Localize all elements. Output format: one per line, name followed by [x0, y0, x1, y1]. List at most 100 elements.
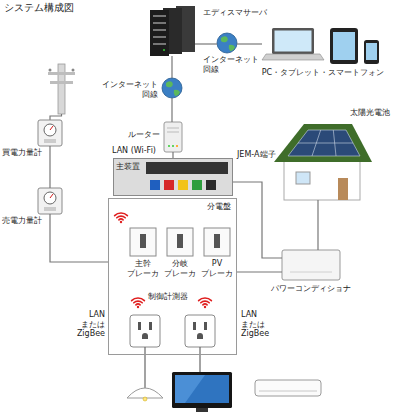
server-rack — [153, 22, 166, 24]
router-icon — [164, 122, 182, 152]
tv-icon — [175, 375, 205, 403]
house-icon — [288, 130, 360, 156]
house-icon — [274, 124, 372, 200]
connection-line — [49, 146, 50, 188]
main-unit-body — [113, 158, 233, 196]
meter-icon — [44, 139, 56, 143]
router-icon — [164, 122, 182, 152]
device-icons — [262, 28, 379, 64]
device-icons — [272, 28, 314, 54]
air-conditioner-icon — [259, 391, 317, 392]
meter-icon — [38, 188, 62, 214]
connection-line — [233, 182, 282, 258]
connection-line — [237, 43, 262, 44]
house-icon — [284, 158, 360, 200]
server-rack — [153, 36, 166, 38]
node-label: 買電力量計 — [2, 148, 42, 158]
node-label: インターネット 回線 — [203, 55, 259, 74]
wireless-symbol — [204, 306, 206, 308]
connection-line — [171, 56, 172, 78]
connection-line — [171, 98, 172, 122]
tv-icon — [175, 375, 229, 403]
outlet-icon — [185, 315, 215, 347]
outlet-icon — [204, 322, 207, 330]
annotation-label: JEM-A端子 — [237, 150, 276, 160]
device-node: PC・タブレット・スマートフォン — [262, 25, 384, 65]
node-label: エディスマサーバ — [203, 8, 267, 18]
connection-line — [50, 214, 108, 262]
globe-icon — [162, 78, 182, 98]
breaker-icon — [130, 228, 156, 256]
breaker-icon — [140, 234, 146, 248]
main-unit-body — [206, 180, 216, 190]
node-label: ルーター — [128, 130, 160, 140]
meter-icon — [38, 120, 62, 146]
outlet-icon — [138, 322, 141, 330]
outlet-icon — [193, 322, 196, 330]
main-unit-body — [164, 180, 174, 190]
utility-pole — [48, 64, 75, 120]
node-label: 分電盤 — [207, 202, 231, 212]
node-label: 売電力量計 — [2, 216, 42, 226]
breaker-icon — [214, 234, 220, 248]
tv-icon — [196, 408, 208, 412]
router-icon — [168, 145, 170, 147]
meter-icon — [50, 126, 53, 130]
appliance-wire — [199, 347, 200, 372]
meter-icon — [50, 194, 53, 198]
house-icon — [298, 143, 353, 144]
node-label: PV ブレーカ — [201, 259, 233, 278]
breaker-icon — [130, 228, 230, 256]
annotation-label: LAN または ZigBee — [77, 310, 105, 339]
wireless-symbol — [115, 213, 128, 216]
outlet-icon — [130, 315, 160, 347]
node-label: パワーコンディショナ — [271, 284, 351, 294]
globe-icon — [166, 81, 180, 96]
node-label: 太陽光電池 — [350, 108, 390, 118]
lamp-icon — [127, 388, 163, 398]
wireless-symbol — [137, 306, 139, 308]
power-conditioner-icon — [282, 250, 340, 280]
power-conditioner-node: パワーコンディショナ — [282, 250, 340, 280]
meter-node: 売電力量計 — [38, 188, 62, 214]
main-unit-body — [178, 180, 188, 190]
router-icon — [172, 145, 174, 147]
outlet-icon — [185, 315, 215, 347]
diagram-title: システム構成図 — [4, 2, 74, 14]
globe-node: インターネット 回線 — [162, 78, 182, 98]
device-icons — [275, 31, 312, 52]
house-icon — [296, 172, 310, 184]
wireless-symbol — [203, 303, 207, 305]
air-conditioner-icon — [255, 380, 321, 396]
outlet-icon — [130, 315, 160, 347]
wireless-symbol — [120, 221, 122, 223]
node-label: 分岐 ブレーカ — [164, 259, 196, 278]
wireless-symbol — [199, 298, 212, 301]
house-icon — [274, 124, 372, 162]
breaker-icon — [204, 228, 230, 256]
main-unit-body — [192, 180, 202, 190]
globe-node: インターネット 回線 — [217, 33, 237, 53]
meter-icon — [38, 188, 62, 214]
annotation-label: 制御計測器 — [148, 292, 188, 302]
meter-icon — [44, 207, 56, 211]
outlet-icon — [197, 333, 203, 339]
device-icons — [262, 54, 324, 60]
node-label: 主幹 ブレーカ — [127, 259, 159, 278]
connection-line — [237, 271, 282, 272]
tv-icon — [172, 372, 232, 408]
utility-pole — [49, 69, 52, 72]
air-conditioner-icon — [255, 380, 321, 396]
meter-node: 買電力量計 — [38, 120, 62, 146]
globe-icon — [162, 78, 182, 98]
wireless-symbol — [115, 213, 212, 308]
server-rack — [150, 6, 195, 56]
appliance-wire — [144, 347, 145, 389]
house-node: 太陽光電池 — [274, 122, 372, 200]
connection-line — [317, 200, 318, 250]
tv-icon — [172, 372, 232, 412]
breaker-icon — [177, 234, 183, 248]
